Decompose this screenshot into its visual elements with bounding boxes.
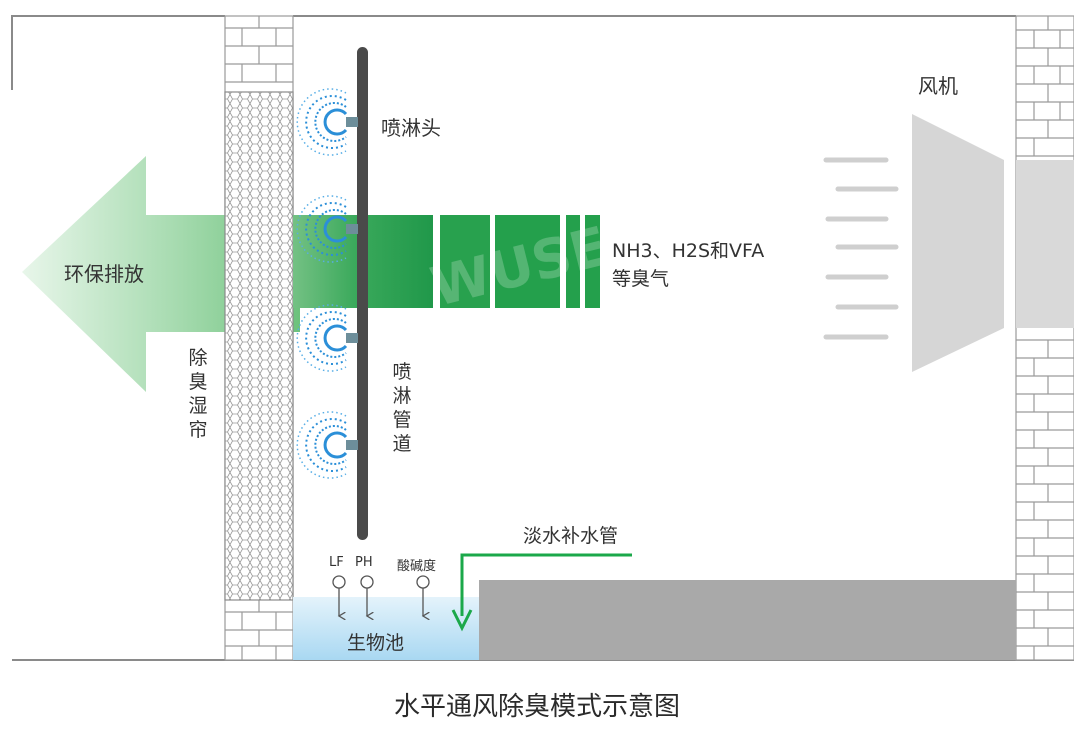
gas-label-line2: 等臭气	[612, 268, 670, 290]
gas-block-4	[585, 215, 600, 308]
spray-nozzle-3	[296, 304, 358, 372]
gas-block-1	[440, 215, 490, 308]
curtain-label: 除臭湿帘	[188, 347, 208, 441]
diagram-caption: 水平通风除臭模式示意图	[393, 692, 680, 722]
brick-column-right	[1015, 15, 1074, 661]
sensor-lf	[332, 575, 346, 616]
gas-block-3	[566, 215, 580, 308]
bio-pool-label: 生物池	[347, 632, 405, 654]
spray-pipe	[357, 47, 368, 540]
spray-nozzle-2	[296, 195, 358, 263]
spray-pipe-label: 喷淋管道	[392, 361, 412, 455]
water-pipe-label: 淡水补水管	[523, 525, 619, 547]
floor-slab	[479, 580, 1016, 660]
sensor-alkalinity-label: 酸碱度	[397, 559, 437, 574]
sensor-ph-label: PH	[355, 555, 373, 570]
sensor-ph	[360, 575, 374, 616]
spray-head-label: 喷淋头	[381, 116, 441, 140]
water-pipe	[460, 553, 632, 616]
sensor-lf-label: LF	[329, 555, 344, 570]
spray-nozzle-1	[296, 88, 358, 156]
spray-nozzle-4	[296, 411, 358, 479]
bio-pool	[293, 597, 479, 660]
water-pipe-arrowhead	[451, 609, 473, 632]
sensor-alkalinity	[416, 575, 430, 616]
exhaust-label: 环保排放	[64, 262, 144, 286]
wet-curtain	[224, 91, 294, 601]
airflow-lines	[823, 157, 899, 340]
fan-label: 风机	[918, 74, 958, 98]
gas-label-line1: NH3、H2S和VFA	[612, 240, 765, 262]
fan-housing	[912, 114, 1004, 372]
duct-opening	[1016, 160, 1074, 328]
room-wall-left	[11, 15, 225, 90]
gas-block-2	[495, 215, 560, 308]
